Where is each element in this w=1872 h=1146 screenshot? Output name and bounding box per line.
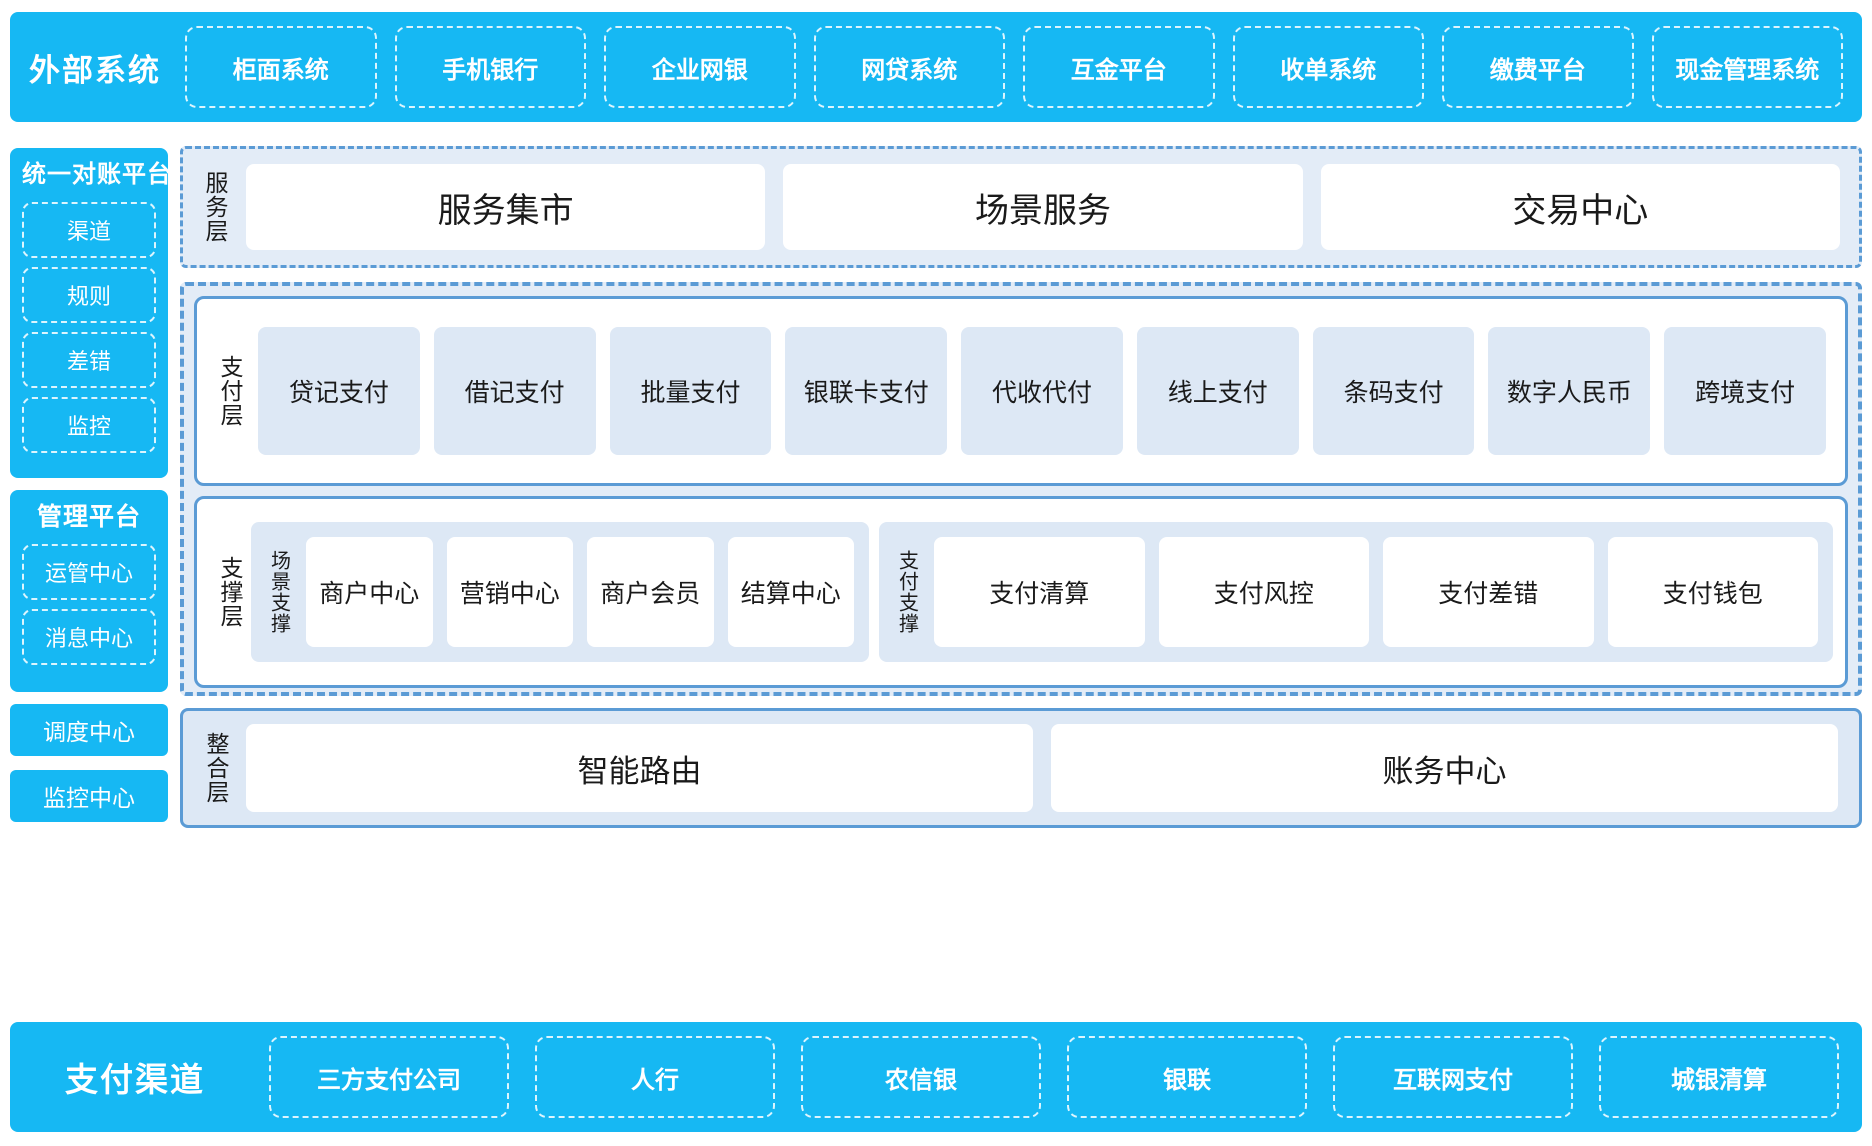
integration-layer-panel: 整合层 智能路由 账务中心 xyxy=(180,708,1862,828)
sidebar-item-monitoring-center[interactable]: 监控中心 xyxy=(10,770,168,822)
recon-platform-item-channel[interactable]: 渠道 xyxy=(22,202,156,258)
external-system-item[interactable]: 网贷系统 xyxy=(813,26,1005,108)
external-systems-banner: 外部系统 柜面系统 手机银行 企业网银 网贷系统 互金平台 收单系统 缴费平台 … xyxy=(10,12,1862,122)
payment-support-label: 支付支撑 xyxy=(895,550,918,634)
integration-layer-item-accounting-center[interactable]: 账务中心 xyxy=(1051,724,1838,812)
payment-layer-item-batch[interactable]: 批量支付 xyxy=(609,327,772,455)
service-layer-band: 服务层 服务集市 场景服务 交易中心 xyxy=(180,146,1862,268)
service-layer-item-marketplace[interactable]: 服务集市 xyxy=(246,164,766,250)
management-platform-title: 管理平台 xyxy=(36,503,141,531)
core-layers-container: 支付层 贷记支付 借记支付 批量支付 银联卡支付 代收代付 线上支付 条码支付 … xyxy=(180,282,1862,696)
service-layer-item-transaction-center[interactable]: 交易中心 xyxy=(1320,164,1840,250)
payment-channel-item[interactable]: 银联 xyxy=(1067,1036,1307,1118)
mgmt-platform-item-message[interactable]: 消息中心 xyxy=(22,609,156,665)
integration-layer-item-smart-routing[interactable]: 智能路由 xyxy=(246,724,1033,812)
payment-layer-item-barcode[interactable]: 条码支付 xyxy=(1312,327,1475,455)
scene-support-item-merchant-center[interactable]: 商户中心 xyxy=(306,537,433,647)
payment-layer-item-debit[interactable]: 借记支付 xyxy=(433,327,596,455)
payment-channel-item[interactable]: 人行 xyxy=(535,1036,775,1118)
payment-support-group: 支付支撑 支付清算 支付风控 支付差错 支付钱包 xyxy=(879,522,1833,662)
external-system-item[interactable]: 柜面系统 xyxy=(185,26,377,108)
payment-channel-item[interactable]: 城银清算 xyxy=(1599,1036,1839,1118)
external-system-item[interactable]: 企业网银 xyxy=(604,26,796,108)
scene-support-item-settlement-center[interactable]: 结算中心 xyxy=(727,537,854,647)
payment-support-item-risk-control[interactable]: 支付风控 xyxy=(1158,537,1369,647)
payment-support-item-wallet[interactable]: 支付钱包 xyxy=(1607,537,1818,647)
payment-layer-item-digital-rmb[interactable]: 数字人民币 xyxy=(1488,327,1651,455)
service-layer-label: 服务层 xyxy=(202,171,228,243)
management-platform-card: 管理平台 运管中心 消息中心 xyxy=(10,490,168,692)
external-system-item[interactable]: 互金平台 xyxy=(1023,26,1215,108)
recon-platform-item-rules[interactable]: 规则 xyxy=(22,267,156,323)
recon-platform-item-monitor[interactable]: 监控 xyxy=(22,397,156,453)
external-system-item[interactable]: 收单系统 xyxy=(1232,26,1424,108)
scene-support-group: 场景支撑 商户中心 营销中心 商户会员 结算中心 xyxy=(251,522,869,662)
payment-layer-item-unionpay-card[interactable]: 银联卡支付 xyxy=(785,327,948,455)
sidebar-item-dispatch-center[interactable]: 调度中心 xyxy=(10,704,168,756)
recon-platform-item-errors[interactable]: 差错 xyxy=(22,332,156,388)
payment-channel-item[interactable]: 农信银 xyxy=(801,1036,1041,1118)
payment-layer-item-credit[interactable]: 贷记支付 xyxy=(258,327,420,455)
scene-support-item-marketing-center[interactable]: 营销中心 xyxy=(446,537,573,647)
mgmt-platform-item-operations[interactable]: 运管中心 xyxy=(22,544,156,600)
recon-platform-title: 统一对账平台 xyxy=(22,161,172,188)
payment-channels-title: 支付渠道 xyxy=(65,1061,205,1098)
integration-layer-label: 整合层 xyxy=(203,732,229,804)
support-layer-label: 支撑层 xyxy=(217,556,243,628)
external-system-item[interactable]: 手机银行 xyxy=(394,26,586,108)
payment-support-item-clearing[interactable]: 支付清算 xyxy=(934,537,1145,647)
payment-support-item-error-handling[interactable]: 支付差错 xyxy=(1383,537,1594,647)
payment-layer-item-cross-border[interactable]: 跨境支付 xyxy=(1664,327,1827,455)
payment-layer-panel: 支付层 贷记支付 借记支付 批量支付 银联卡支付 代收代付 线上支付 条码支付 … xyxy=(194,296,1848,486)
service-layer-item-scene-service[interactable]: 场景服务 xyxy=(783,164,1303,250)
recon-platform-card: 统一对账平台 渠道 规则 差错 监控 xyxy=(10,148,172,478)
payment-channel-item[interactable]: 互联网支付 xyxy=(1333,1036,1573,1118)
external-systems-title: 外部系统 xyxy=(29,52,161,88)
scene-support-item-merchant-member[interactable]: 商户会员 xyxy=(587,537,714,647)
external-system-item[interactable]: 现金管理系统 xyxy=(1651,26,1843,108)
support-layer-panel: 支撑层 场景支撑 商户中心 营销中心 商户会员 结算中心 支付支撑 支付清算 支… xyxy=(194,496,1848,688)
payment-layer-item-online[interactable]: 线上支付 xyxy=(1136,327,1299,455)
payment-layer-label: 支付层 xyxy=(217,355,243,427)
payment-channel-item[interactable]: 三方支付公司 xyxy=(269,1036,509,1118)
external-system-item[interactable]: 缴费平台 xyxy=(1442,26,1634,108)
payment-layer-item-collection-payment[interactable]: 代收代付 xyxy=(961,327,1123,455)
scene-support-label: 场景支撑 xyxy=(267,550,290,634)
payment-channels-banner: 支付渠道 三方支付公司 人行 农信银 银联 互联网支付 城银清算 xyxy=(10,1022,1862,1132)
